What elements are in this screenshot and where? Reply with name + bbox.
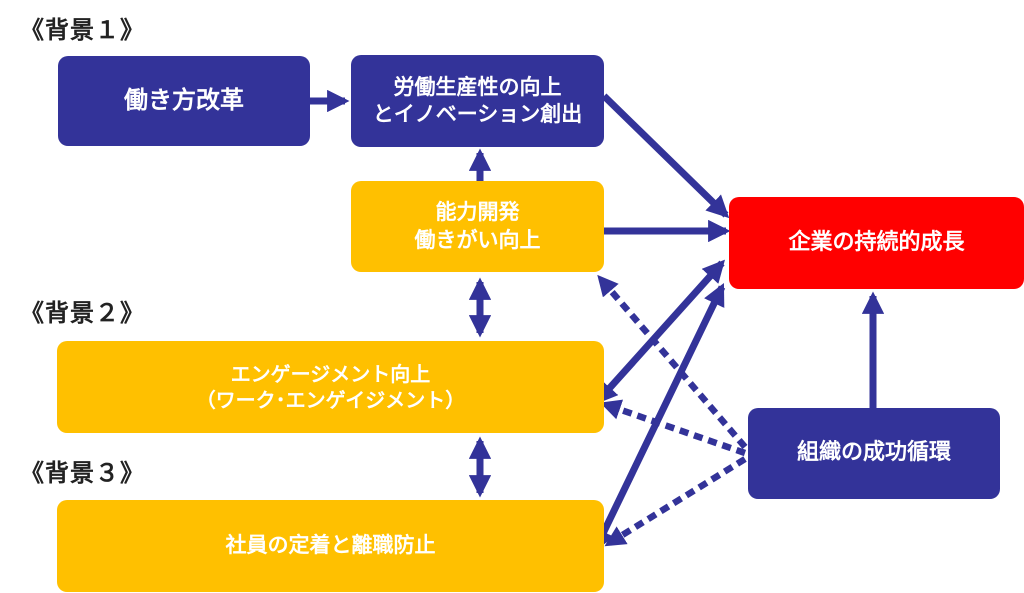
engagement-box: エンゲージメント向上 （ワーク･エンゲイジメント）: [57, 341, 604, 433]
dotted-arrow-cycle-to-retention: [604, 456, 747, 547]
dotted-arrow-cycle-to-ability: [597, 274, 748, 450]
work-style-reform-box: 働き方改革: [58, 56, 310, 146]
sustainable-growth-box: 企業の持続的成長: [729, 197, 1024, 289]
productivity-line-2: とイノベーション創出: [372, 102, 583, 126]
background-1-label: 《背景１》: [20, 16, 145, 44]
ability-line-1: 能力開発: [435, 200, 520, 225]
productivity-line-1: 労働生産性の向上: [393, 74, 562, 99]
dotted-arrow-cycle-to-engagement: [600, 399, 747, 457]
organizational-success-cycle-box: 組織の成功循環: [748, 408, 1000, 499]
productivity-innovation-box: 労働生産性の向上 とイノベーション創出: [351, 55, 604, 147]
engagement-line-1: エンゲージメント向上: [230, 362, 431, 386]
retention-box: 社員の定着と離職防止: [57, 500, 604, 592]
ability-line-2: 働きがい向上: [414, 227, 541, 252]
arrow-growth-retention: [592, 282, 726, 553]
retention-text: 社員の定着と離職防止: [225, 533, 436, 558]
background-3-label: 《背景３》: [20, 459, 145, 487]
success-cycle-text: 組織の成功循環: [796, 440, 951, 466]
background-2-label: 《背景２》: [20, 299, 145, 327]
work-style-reform-text: 働き方改革: [124, 86, 244, 115]
engagement-line-2: （ワーク･エンゲイジメント）: [195, 388, 466, 412]
sustainable-growth-text: 企業の持続的成長: [788, 229, 965, 255]
arrow-productivity-to-growth: [601, 93, 730, 219]
ability-development-box: 能力開発 働きがい向上: [351, 181, 604, 272]
